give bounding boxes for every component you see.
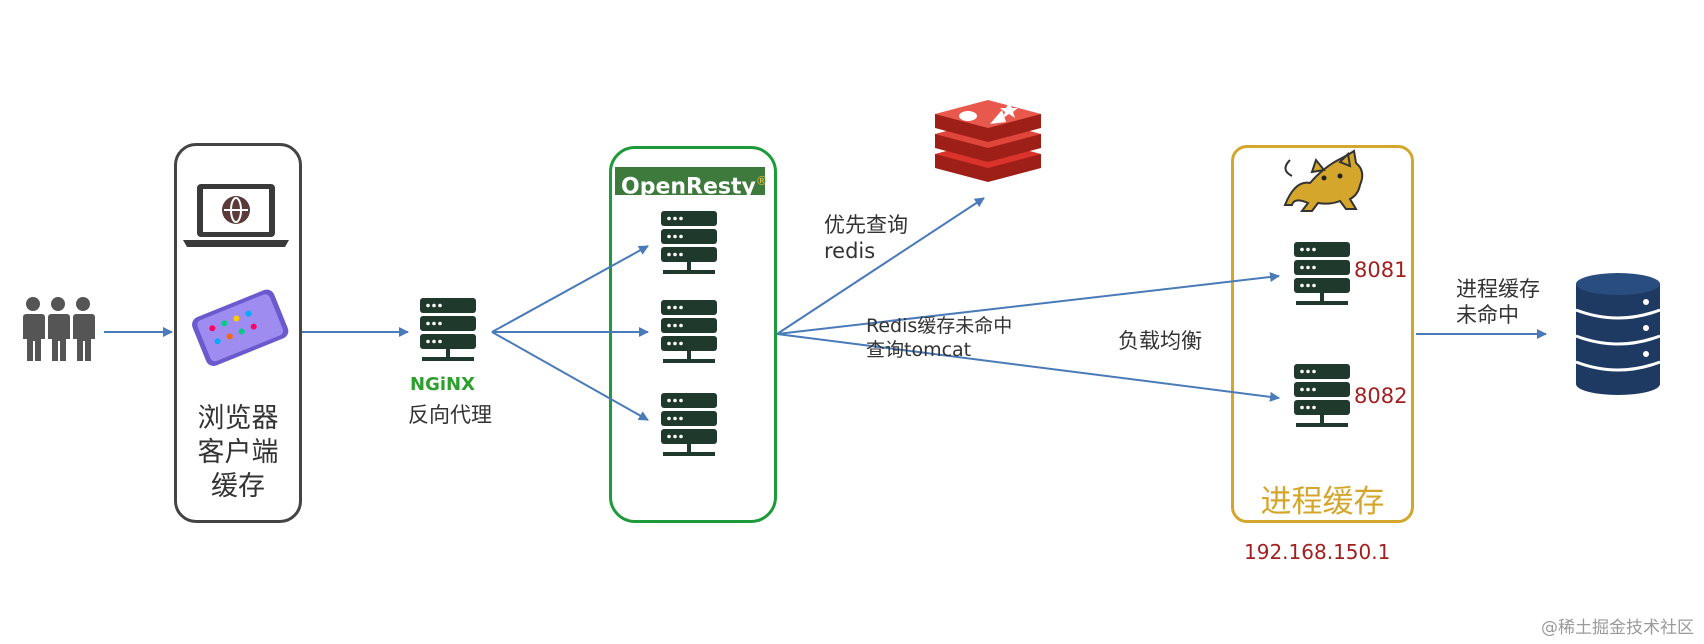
database-icon (1575, 273, 1661, 395)
process-cache-label: 进程缓存 (1260, 484, 1385, 520)
openresty-box (609, 146, 777, 523)
openresty-server-icons (661, 211, 717, 456)
redis-icon (935, 100, 1041, 182)
nginx-logo: NGiNX (410, 374, 475, 395)
phone-icon (192, 289, 289, 366)
redis-query-label: 优先查询 redis (824, 213, 908, 263)
tomcat-icon (1283, 149, 1364, 212)
arrow-nginx-to-openresty-1 (491, 245, 649, 333)
arrow-nginx-to-openresty-3 (491, 331, 649, 421)
arrow-openresty-to-tomcat-8082 (776, 333, 1280, 402)
tomcat-server-icons (1294, 242, 1350, 427)
redis-miss-label: Redis缓存未命中 查询tomcat (866, 315, 1013, 361)
tomcat-server-8082 (1294, 364, 1350, 427)
process-cache-miss-label: 进程缓存 未命中 (1456, 277, 1540, 327)
openresty-server-3 (661, 393, 717, 456)
arrow-openresty-to-tomcat-8081 (776, 272, 1280, 335)
client-cache-label: 浏览器 客户端 缓存 (197, 403, 279, 502)
watermark: @稀土掘金技术社区 (1541, 618, 1694, 638)
tomcat-process-cache-box (1231, 145, 1414, 523)
arrow-openresty-to-redis (776, 197, 985, 335)
port-8081-label: 8081 (1354, 258, 1408, 282)
openresty-server-1 (661, 211, 717, 274)
server-ip-label: 192.168.150.1 (1244, 540, 1391, 564)
openresty-logo: OpenResty® (615, 167, 768, 199)
arrows (104, 197, 1547, 421)
load-balance-label: 负载均衡 (1118, 329, 1202, 353)
users-icon (23, 297, 95, 361)
port-8082-label: 8082 (1354, 384, 1408, 408)
reverse-proxy-label: 反向代理 (408, 403, 492, 427)
laptop-icon (183, 184, 289, 247)
client-cache-box (174, 143, 302, 523)
tomcat-server-8081 (1294, 242, 1350, 305)
nginx-server-icon (420, 298, 476, 361)
openresty-server-2 (661, 300, 717, 363)
